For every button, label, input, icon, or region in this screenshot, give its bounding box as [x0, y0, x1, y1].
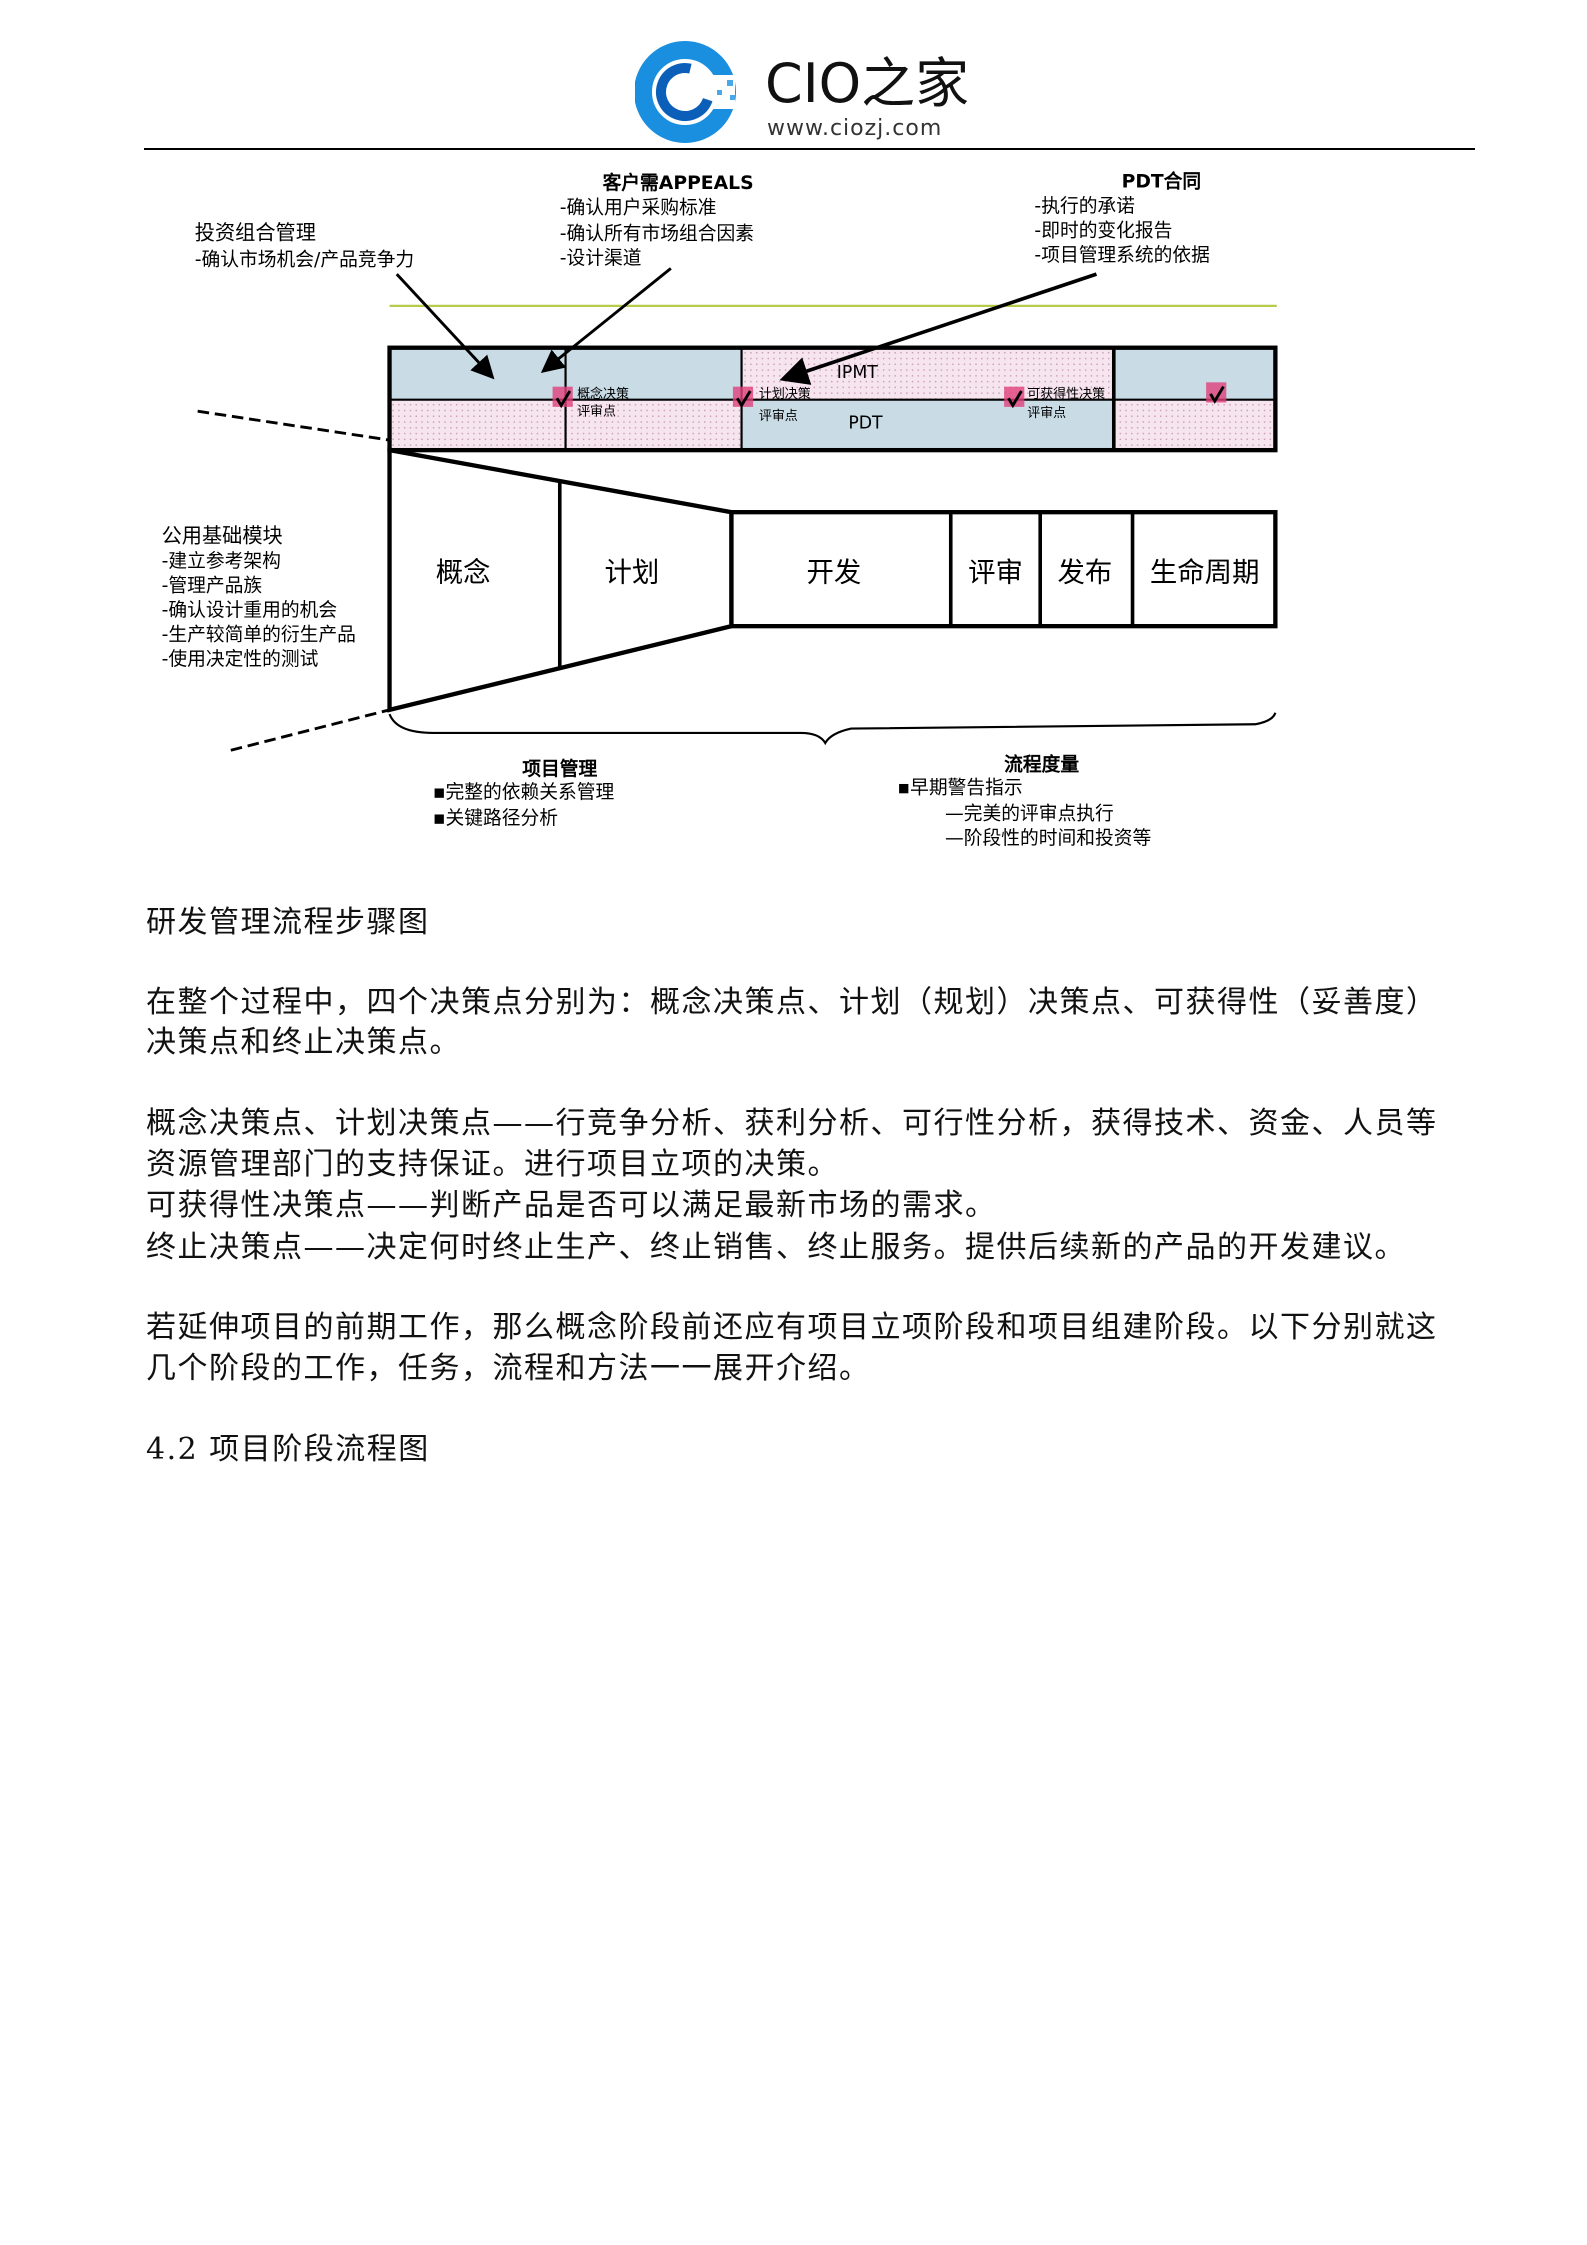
common-modules-bullet: -管理产品族 [162, 575, 263, 597]
common-modules-title: 公用基础模块 [162, 523, 283, 547]
common-modules-bullet: -生产较简单的衍生产品 [162, 624, 356, 646]
paragraph-line: 概念决策点、计划决策点——行竞争分析、获利分析、可行性分析，获得技术、资金、人员… [146, 1106, 1438, 1141]
decision-point-marker-icon [732, 386, 754, 409]
logo-title: CIO之家 [765, 52, 969, 115]
decision-label: 可获得性决策 [1027, 386, 1105, 402]
ipmt-label: IPMT [837, 363, 878, 383]
figure-caption: 研发管理流程步骤图 [146, 905, 430, 940]
phase-lifecycle: 生命周期 [1150, 557, 1260, 588]
pdt-contract-bullet: -项目管理系统的依据 [1034, 244, 1210, 266]
common-modules-bullet: -确认设计重用的机会 [162, 599, 338, 621]
pdt-contract-title: PDT合同 [1122, 170, 1202, 193]
phase-review: 评审 [968, 557, 1023, 588]
section-heading: 4.2 项目阶段流程图 [146, 1432, 430, 1467]
decision-label: 评审点 [1027, 406, 1066, 421]
paragraph-line: 决策点和终止决策点。 [146, 1025, 461, 1060]
paragraph-line: 几个阶段的工作，任务，流程和方法一一展开介绍。 [146, 1351, 871, 1386]
appeals-bullet: -确认所有市场组合因素 [560, 223, 754, 245]
process-metrics-bullet: —阶段性的时间和投资等 [945, 827, 1151, 849]
appeals-bullet: -设计渠道 [560, 247, 642, 269]
process-metrics-title: 流程度量 [1004, 752, 1079, 775]
paragraph-line: 终止决策点——决定何时终止生产、终止销售、终止服务。提供后续新的产品的开发建议。 [146, 1230, 1406, 1265]
portfolio-title: 投资组合管理 [195, 221, 316, 245]
common-modules-bullet: -建立参考架构 [162, 550, 281, 572]
appeals-bullet: -确认用户采购标准 [560, 197, 717, 219]
paragraph-line: 可获得性决策点——判断产品是否可以满足最新市场的需求。 [146, 1188, 997, 1223]
pdt-contract-bullet: -执行的承诺 [1034, 195, 1135, 217]
decision-label: 计划决策 [759, 386, 811, 402]
decision-point-marker-icon [1206, 382, 1227, 404]
decision-point-marker-icon [552, 386, 573, 409]
process-metrics-bullet: —完美的评审点执行 [945, 802, 1114, 824]
project-mgmt-title: 项目管理 [522, 757, 597, 780]
phase-concept: 概念 [436, 557, 491, 588]
header-divider [144, 148, 1475, 150]
rd-process-diagram: IPMT PDT 概念决策 评审点 计划决策 评审点 可获得性决策 评审点 概念… [162, 170, 1278, 849]
appeals-title: 客户需APPEALS [603, 171, 754, 194]
decision-point-marker-icon [1004, 386, 1025, 409]
common-modules-bullet: -使用决定性的测试 [162, 648, 319, 670]
paragraph-line: 若延伸项目的前期工作，那么概念阶段前还应有项目立项阶段和项目组建阶段。以下分别就… [146, 1310, 1438, 1345]
phase-release: 发布 [1058, 557, 1113, 588]
ciozj-logo: CIO之家 www.ciozj.com [634, 40, 995, 145]
pdt-label: PDT [848, 414, 883, 434]
paragraph-line: 在整个过程中，四个决策点分别为：概念决策点、计划（规划）决策点、可获得性（妥善度… [146, 985, 1438, 1020]
pdt-contract-bullet: -即时的变化报告 [1034, 220, 1172, 242]
project-mgmt-bullet: ▪关键路径分析 [433, 807, 558, 829]
phase-plan: 计划 [605, 557, 660, 588]
project-mgmt-bullet: ▪完整的依赖关系管理 [433, 781, 615, 803]
decision-label: 概念决策 [577, 386, 629, 402]
phase-develop: 开发 [806, 557, 861, 588]
decision-label: 评审点 [577, 405, 616, 420]
portfolio-bullet: -确认市场机会/产品竞争力 [195, 248, 414, 270]
brace [388, 712, 1277, 746]
logo-url: www.ciozj.com [767, 116, 942, 141]
decision-label: 评审点 [759, 409, 798, 424]
paragraph-line: 资源管理部门的支持保证。进行项目立项的决策。 [146, 1147, 839, 1182]
process-metrics-bullet: ▪早期警告指示 [897, 777, 1022, 799]
